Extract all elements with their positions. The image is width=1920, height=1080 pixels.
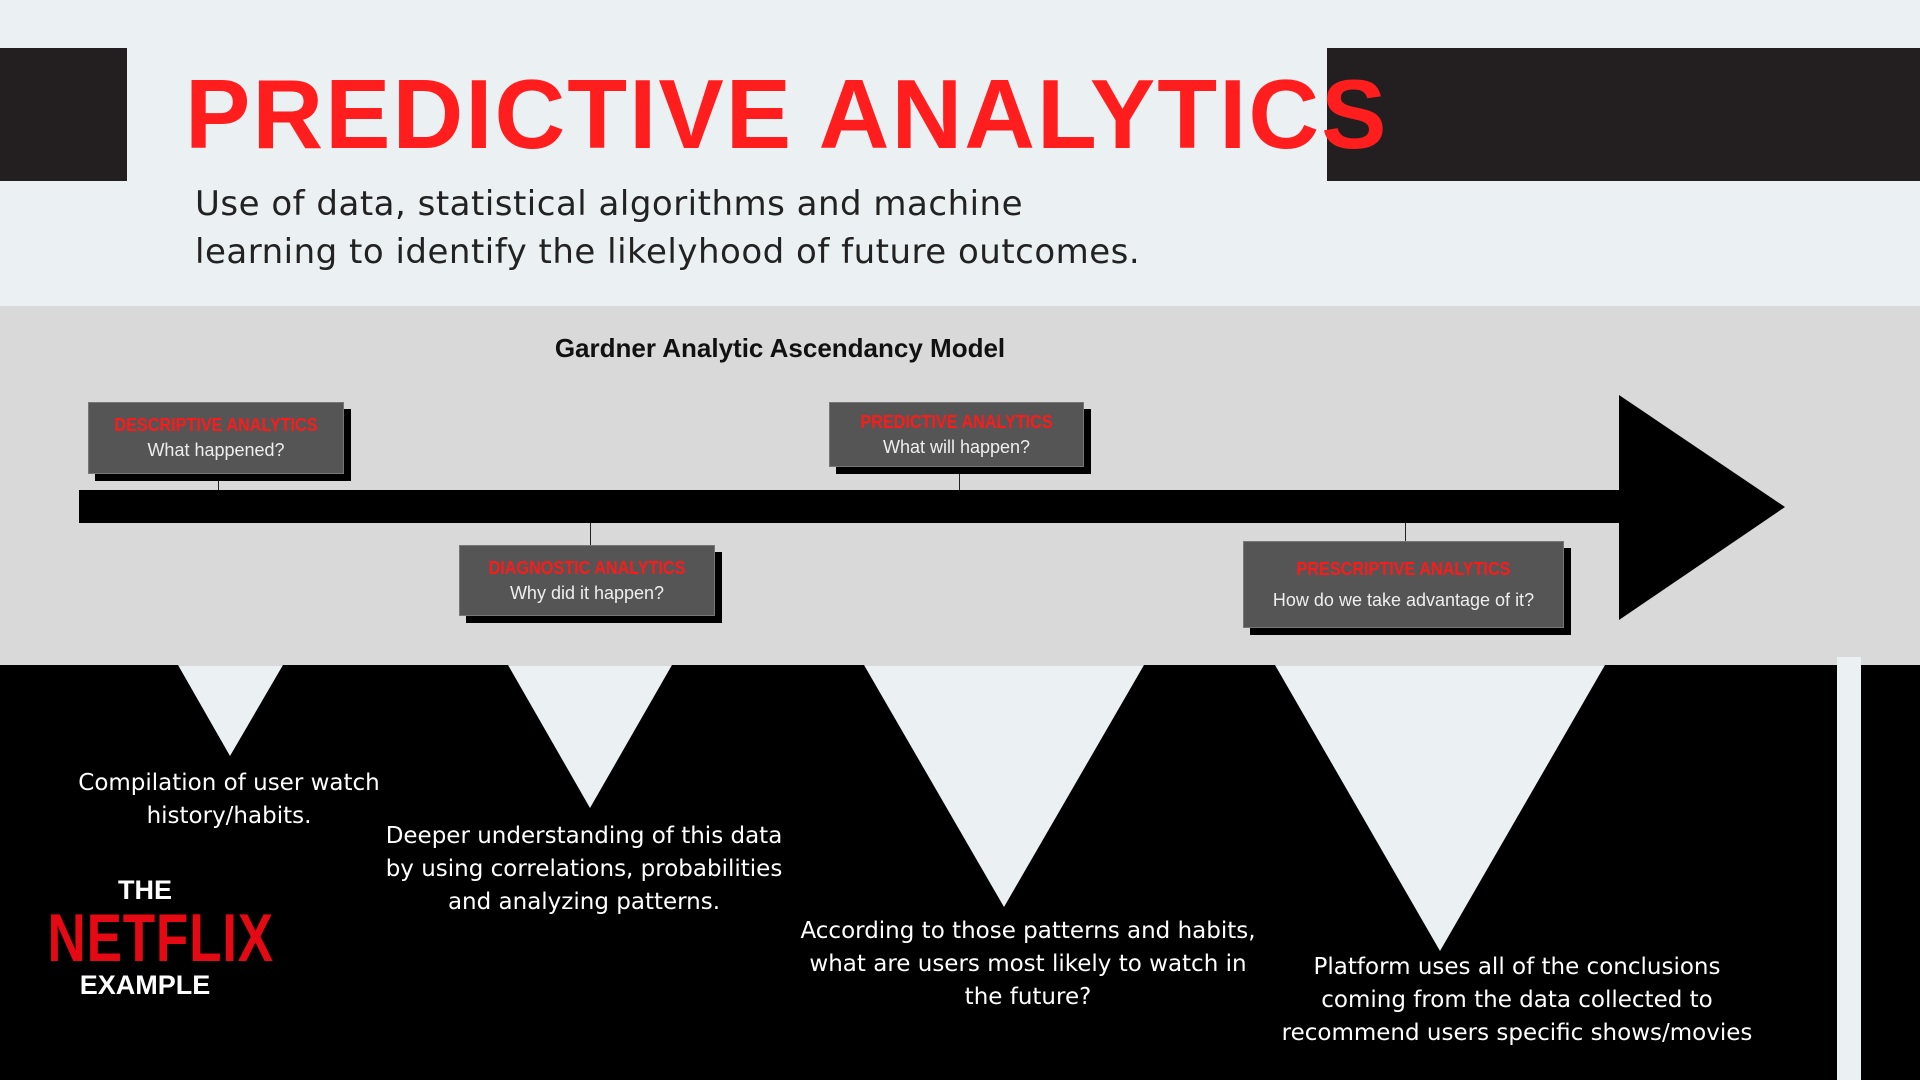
description-line: Deeper understanding of this data [385,823,783,849]
description-line: According to those patterns and habits, [800,918,1256,944]
connector [1405,523,1406,541]
header-right-block [1327,48,1920,181]
logo-example: EXAMPLE [79,970,211,1000]
stage-description: Platform uses all of the conclusions com… [1282,951,1753,1050]
stage-box-diagnostic: DIAGNOSTIC ANALYTICS Why did it happen? [459,545,715,616]
connector [590,523,591,545]
stage-description: Deeper understanding of this data by usi… [386,820,783,919]
description-line: recommend users specific shows/movies [1281,1020,1753,1046]
description-line: and analyzing patterns. [447,889,721,915]
subtitle-line: learning to identify the likelyhood of f… [195,232,1141,272]
stage-box-predictive: PREDICTIVE ANALYTICS What will happen? [829,402,1084,467]
light-strip [1837,657,1861,1080]
connector [959,467,960,490]
stage-heading: DESCRIPTIVE ANALYTICS [114,415,318,435]
stage-description: According to those patterns and habits, … [800,915,1255,1014]
description-line: the future? [964,984,1092,1010]
model-title: Gardner Analytic Ascendancy Model [554,333,1006,363]
description-line: Platform uses all of the conclusions [1313,954,1721,980]
stage-question: Why did it happen? [509,582,665,603]
description-line: by using correlations, probabilities [385,856,783,882]
timeline-arrow-shaft [79,490,1624,523]
bottom-black-panel [0,665,1920,1080]
subtitle-line: Use of data, statistical algorithms and … [195,184,1024,224]
model-band [0,306,1920,666]
stage-heading: DIAGNOSTIC ANALYTICS [488,557,686,578]
logo-the: THE [118,875,172,905]
netflix-wordmark: NETFLIX [47,900,274,976]
connector [218,474,219,490]
netflix-example-logo: THE NETFLIX EXAMPLE [20,875,274,1001]
description-line: coming from the data collected to [1321,987,1713,1013]
description-line: what are users most likely to watch in [809,951,1247,977]
stage-box-prescriptive: PRESCRIPTIVE ANALYTICS How do we take ad… [1243,541,1564,628]
timeline-arrow-head [1619,395,1785,620]
stage-heading: PREDICTIVE ANALYTICS [860,411,1053,432]
stage-question: What will happen? [882,436,1031,457]
stage-heading: PRESCRIPTIVE ANALYTICS [1296,558,1511,579]
page-title: PREDICTIVE ANALYTICS [185,59,1389,169]
header-left-block [0,48,127,181]
stage-question: What happened? [147,440,285,460]
page-subtitle: Use of data, statistical algorithms and … [195,180,1195,276]
stage-description: Compilation of user watch history/habits… [78,767,379,833]
description-line: Compilation of user watch [78,770,380,796]
stage-box-descriptive: DESCRIPTIVE ANALYTICS What happened? [88,402,344,474]
stage-question: How do we take advantage of it? [1272,589,1535,610]
description-line: history/habits. [146,803,312,829]
